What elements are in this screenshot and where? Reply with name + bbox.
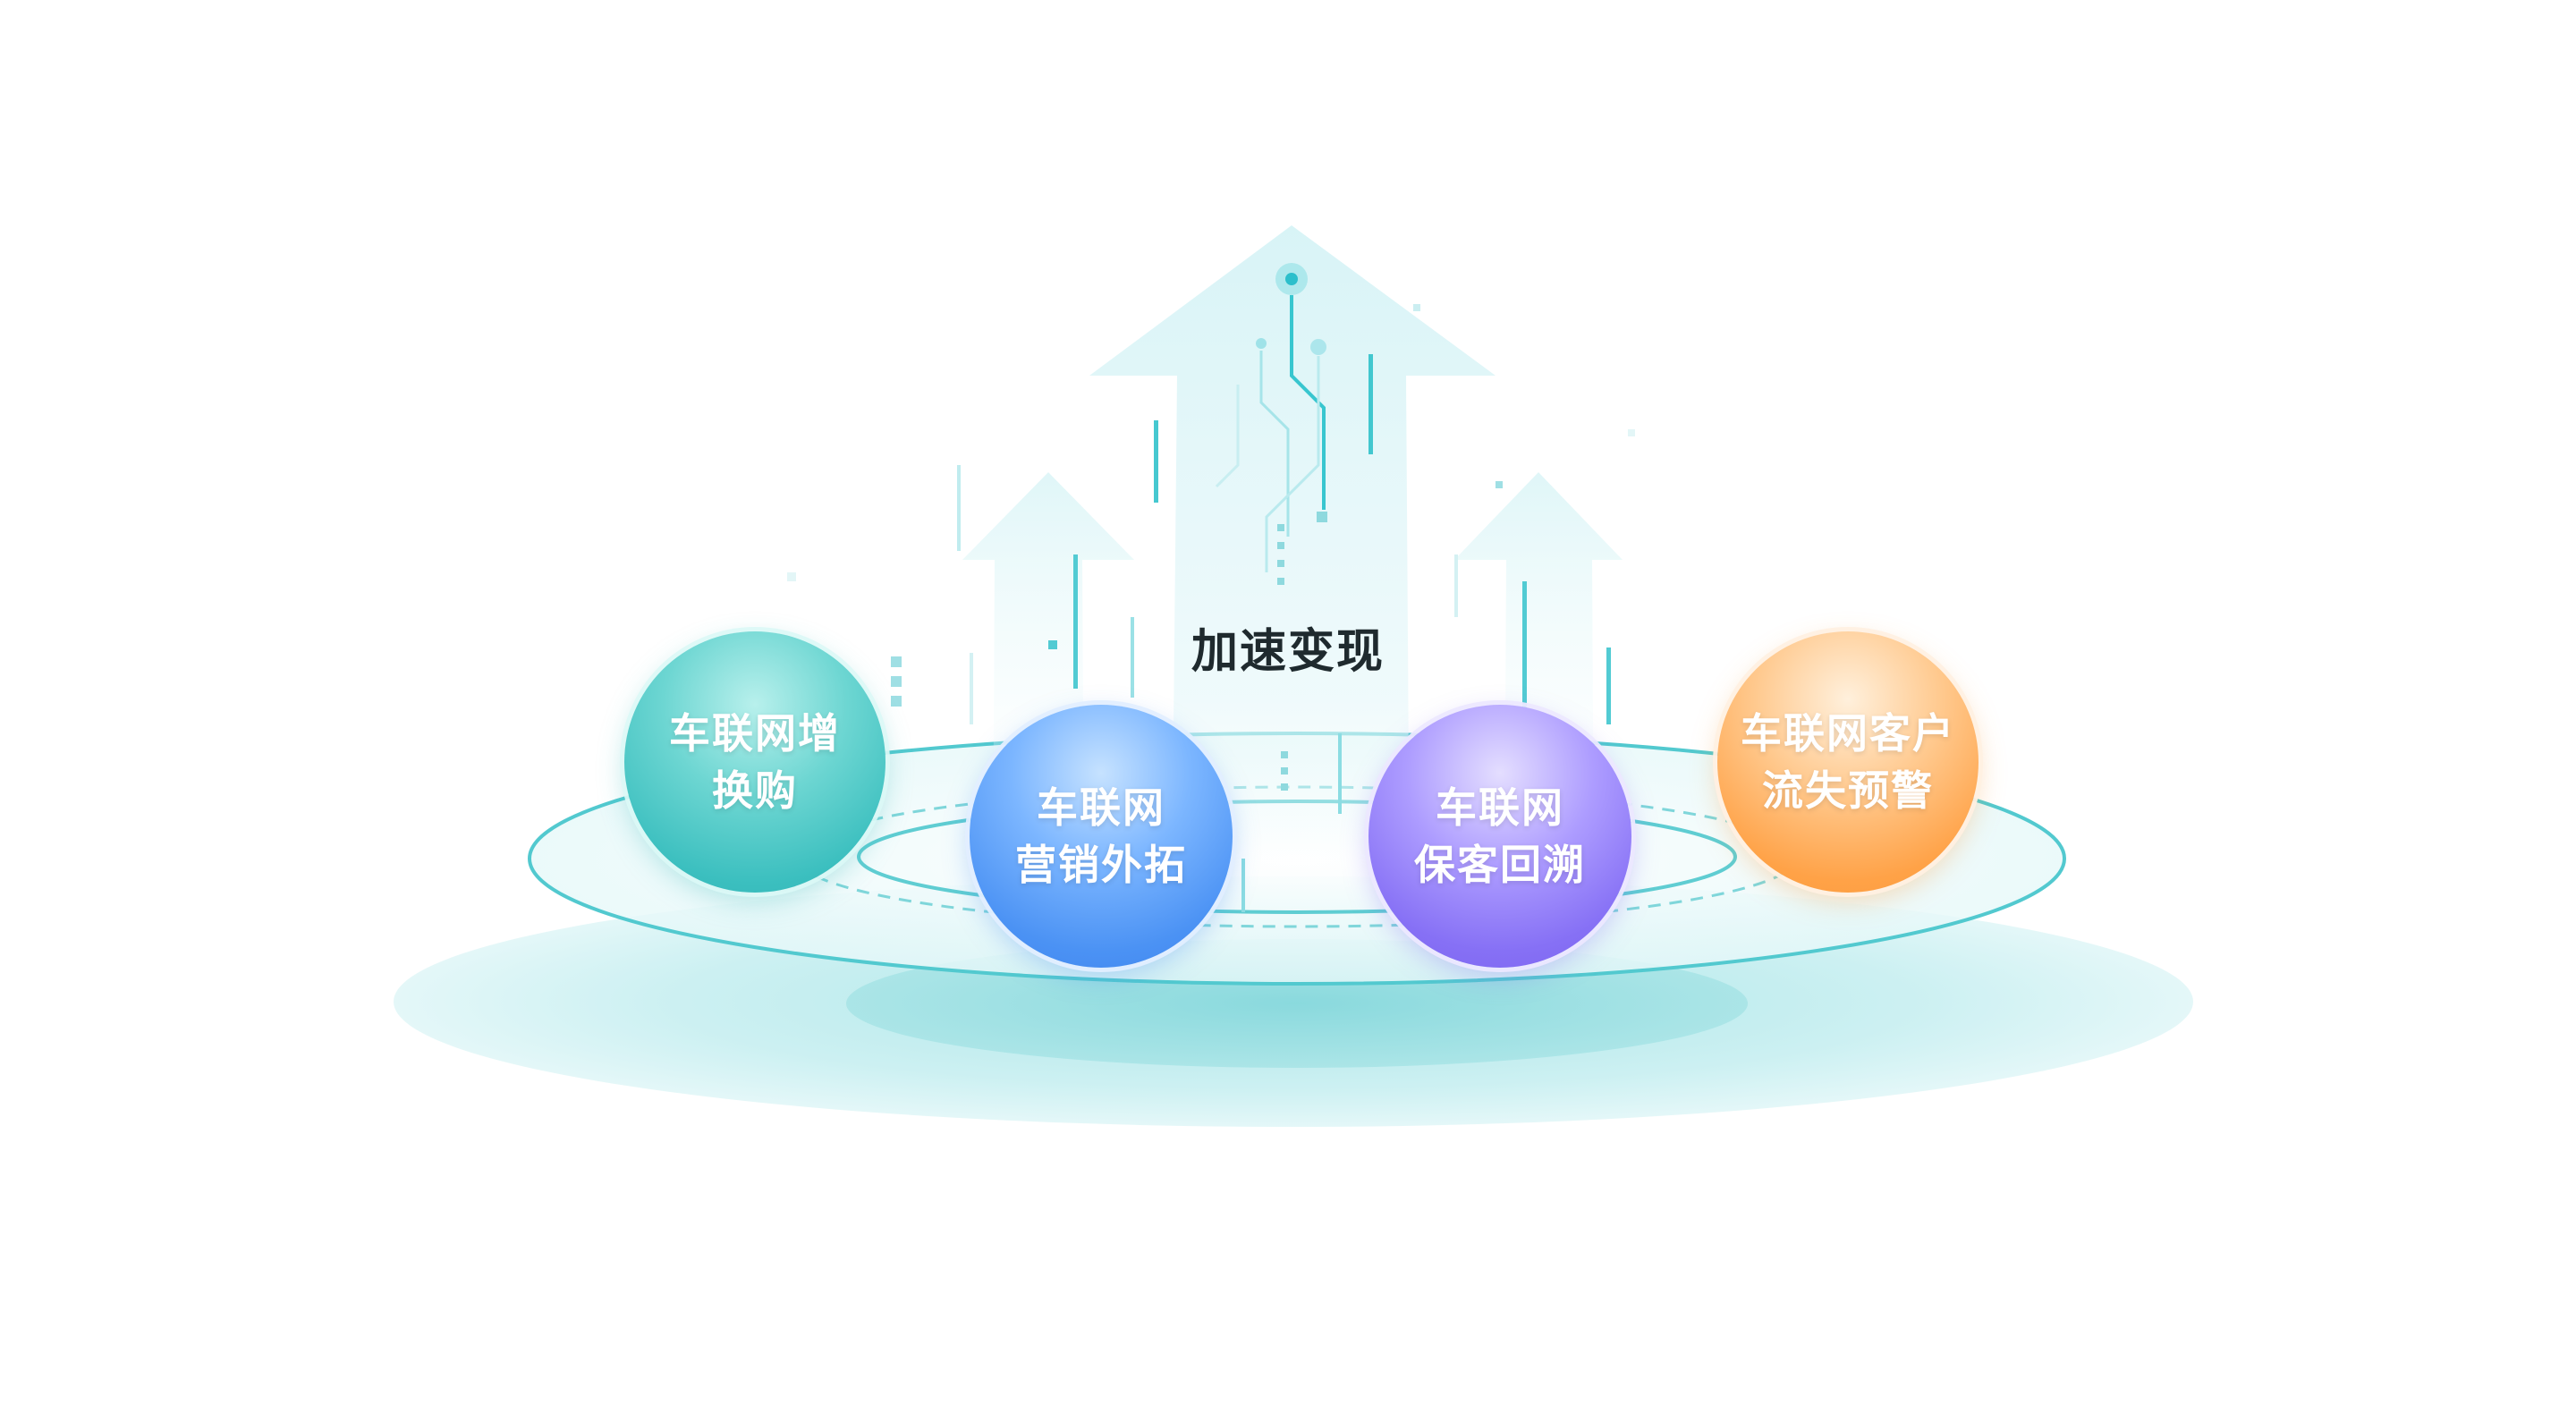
circuit-node xyxy=(1256,338,1267,349)
sphere-label-line: 换购 xyxy=(712,766,798,815)
sphere-upgrade-purchase[interactable]: 车联网增 换购 xyxy=(624,631,886,893)
sphere-label-line: 车联网增 xyxy=(669,709,841,758)
pixel-bit xyxy=(787,572,796,581)
pixel-bit xyxy=(1277,542,1284,549)
pixel-bit xyxy=(1277,524,1284,531)
pixel-bit xyxy=(1317,512,1327,522)
sphere-churn-warning[interactable]: 车联网客户 流失预警 xyxy=(1717,631,1979,893)
data-streak xyxy=(1131,617,1134,698)
data-streak xyxy=(1241,859,1245,912)
data-streak xyxy=(1522,581,1527,715)
circuit-line xyxy=(1215,385,1240,488)
pixel-bit xyxy=(1048,640,1057,649)
pixel-bit xyxy=(1413,304,1420,311)
sphere-customer-retention[interactable]: 车联网 保客回溯 xyxy=(1368,705,1631,968)
pixel-bit xyxy=(891,696,902,707)
data-streak xyxy=(957,465,961,551)
data-streak xyxy=(1606,648,1611,724)
circuit-line xyxy=(1265,356,1320,572)
circuit-line xyxy=(1259,351,1290,537)
center-title: 加速变现 xyxy=(1191,625,1385,679)
circuit-node xyxy=(1310,339,1326,355)
pixel-bit xyxy=(1281,767,1288,774)
pixel-bit xyxy=(891,676,902,687)
sphere-label-line: 营销外拓 xyxy=(1015,841,1187,889)
sphere-label-line: 车联网 xyxy=(1037,783,1165,832)
sphere-label-line: 流失预警 xyxy=(1762,766,1934,815)
data-streak xyxy=(1454,554,1458,617)
pixel-bit xyxy=(1281,751,1288,758)
circuit-line xyxy=(1290,295,1326,510)
data-streak xyxy=(1368,354,1373,454)
sphere-marketing-expansion[interactable]: 车联网 营销外拓 xyxy=(970,705,1233,968)
circuit-node xyxy=(1285,273,1298,285)
pixel-bit xyxy=(1277,578,1284,585)
pixel-bit xyxy=(891,656,902,667)
data-streak xyxy=(1073,554,1078,689)
pixel-bit xyxy=(1496,481,1503,488)
sphere-label-line: 车联网客户 xyxy=(1741,709,1955,758)
sphere-label-line: 车联网 xyxy=(1436,783,1564,832)
data-streak xyxy=(970,653,973,724)
pixel-bit xyxy=(1628,429,1635,436)
pixel-bit xyxy=(1277,560,1284,567)
sphere-label-line: 保客回溯 xyxy=(1414,841,1586,889)
center-arrow xyxy=(1089,225,1496,903)
data-streak xyxy=(1154,420,1158,503)
data-streak xyxy=(1338,733,1342,814)
pixel-bit xyxy=(1281,783,1288,791)
